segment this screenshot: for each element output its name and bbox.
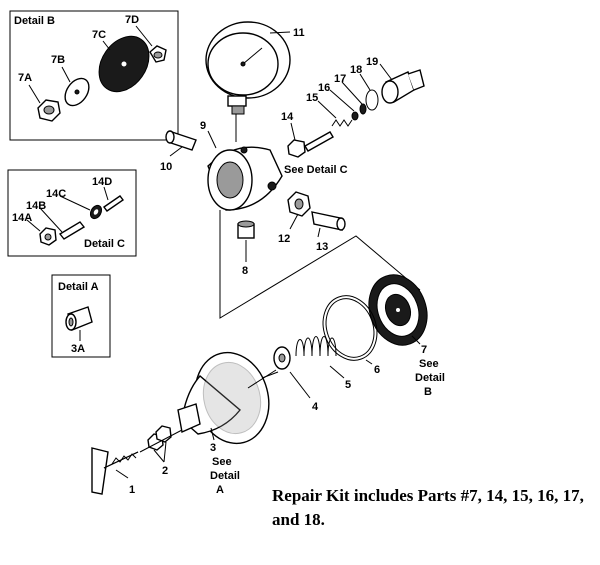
label-14c: 14C (46, 188, 66, 200)
see-detail-c-label: See Detail C (284, 164, 348, 176)
label-6: 6 (374, 364, 380, 376)
detail-a-box: Detail A 3A (51, 274, 111, 358)
part-13-outlet-valve (311, 211, 346, 231)
see-detail-a-line2: Detail (210, 470, 240, 482)
part-2-nuts (147, 425, 172, 451)
repair-kit-note: Repair Kit includes Parts #7, 14, 15, 16… (272, 486, 584, 529)
part-14c-oring (89, 204, 103, 220)
label-11: 11 (293, 27, 305, 39)
part-14-stem (287, 131, 334, 158)
part-3-bonnet (177, 351, 270, 445)
label-9: 9 (200, 120, 206, 132)
detail-b-title: Detail B (14, 15, 55, 27)
part-15-spring (331, 119, 353, 127)
part-19-cap-nut (381, 69, 425, 104)
label-17: 17 (334, 73, 346, 85)
part-5-spring (295, 336, 337, 357)
detail-c-box: Detail C 14A 14B 14C 14D (7, 169, 137, 257)
label-1: 1 (129, 484, 135, 496)
detail-b-box: Detail B 7A 7B 7C 7D (9, 10, 179, 141)
part-16-washer (351, 111, 359, 121)
part-14b-seat (58, 221, 86, 240)
part-14a-nut (39, 227, 57, 246)
see-detail-a-line1: See (212, 456, 232, 468)
part-10-inlet-fitting (165, 130, 197, 151)
part-7a-nut (37, 99, 61, 122)
part-12-nut (287, 191, 311, 217)
part-3a-bushing (65, 306, 93, 331)
part-18-oring (365, 89, 379, 111)
part-9-regulator-body (207, 146, 283, 211)
label-16: 16 (318, 82, 330, 94)
detail-a-title: Detail A (58, 281, 99, 293)
part-11-gauge (205, 21, 291, 142)
label-12: 12 (278, 233, 290, 245)
see-detail-b-line2: Detail (415, 372, 445, 384)
see-detail-b-line3: B (424, 386, 432, 398)
label-7: 7 (421, 344, 427, 356)
label-2: 2 (162, 465, 168, 477)
part-8-plug (237, 220, 255, 239)
label-19: 19 (366, 56, 378, 68)
label-4: 4 (312, 401, 319, 413)
part-14d-stem (103, 195, 124, 212)
label-14b: 14B (26, 200, 46, 212)
see-detail-a-line3: A (216, 484, 224, 496)
part-7c-diaphragm (98, 35, 150, 93)
part-4-washer (273, 346, 291, 370)
label-8: 8 (242, 265, 248, 277)
part-7-diaphragm (368, 274, 428, 346)
label-18: 18 (350, 64, 362, 76)
label-14: 14 (281, 111, 294, 123)
label-14d: 14D (92, 176, 112, 188)
part-7b-washer (64, 77, 90, 107)
label-7d: 7D (125, 14, 139, 26)
part-7d-screw (149, 45, 167, 63)
label-15: 15 (306, 92, 318, 104)
label-10: 10 (160, 161, 172, 173)
label-14a: 14A (12, 212, 32, 224)
label-7c: 7C (92, 29, 106, 41)
part-17-seat (359, 103, 367, 115)
label-5: 5 (345, 379, 351, 391)
label-3: 3 (210, 442, 216, 454)
see-detail-b-line1: See (419, 358, 439, 370)
label-3a: 3A (71, 343, 85, 355)
detail-c-title: Detail C (84, 238, 125, 250)
part-1-t-handle-screw (91, 447, 139, 495)
label-7a: 7A (18, 72, 32, 84)
label-7b: 7B (51, 54, 65, 66)
label-13: 13 (316, 241, 328, 253)
